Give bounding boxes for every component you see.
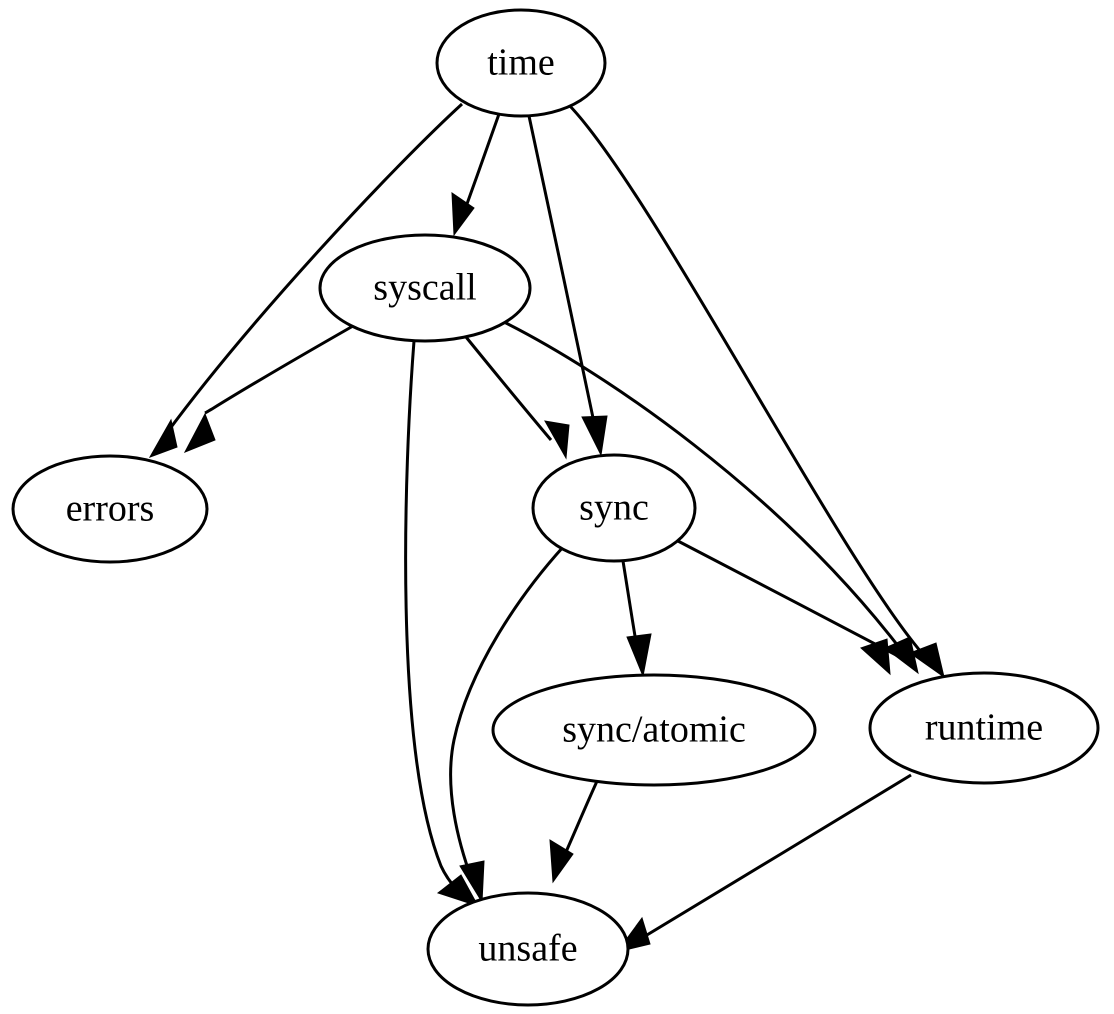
edge-time-sync — [527, 115, 608, 457]
edge-sync-unsafe-arrowhead — [459, 860, 485, 904]
node-runtime-label: runtime — [925, 707, 1043, 749]
node-syscall[interactable]: syscall — [318, 233, 532, 343]
edge-syscall-unsafe-arrowhead — [436, 874, 480, 907]
node-time-ellipse[interactable] — [435, 8, 607, 118]
edge-sync-runtime-line — [675, 538, 899, 658]
node-errors[interactable]: errors — [11, 454, 209, 564]
edge-time-syscall — [451, 113, 501, 237]
node-sync-atomic[interactable]: sync/atomic — [491, 673, 817, 787]
edge-time-runtime-line — [565, 101, 930, 662]
edge-sync-unsafe — [449, 544, 566, 904]
node-runtime[interactable]: runtime — [868, 671, 1100, 785]
edge-sync-runtime — [675, 538, 899, 676]
node-errors-ellipse[interactable] — [11, 454, 209, 564]
edge-time-syscall-arrowhead — [451, 192, 475, 237]
edge-syscall-errors — [183, 324, 354, 453]
node-errors-label: errors — [66, 488, 155, 530]
node-unsafe-label: unsafe — [478, 928, 577, 970]
edge-syscall-sync-arrowhead — [544, 420, 570, 460]
node-sync-ellipse[interactable] — [531, 453, 697, 563]
node-sync-label: sync — [579, 487, 649, 529]
edge-time-runtime — [565, 101, 945, 679]
node-runtime-ellipse[interactable] — [868, 671, 1100, 785]
edge-syscall-errors-line — [204, 324, 354, 415]
edge-layer — [148, 101, 945, 953]
edge-syscall-sync — [464, 336, 570, 460]
node-unsafe[interactable]: unsafe — [426, 891, 630, 1007]
edge-syscall-sync-line — [464, 336, 553, 441]
edge-syscall-errors-arrowhead — [183, 412, 216, 453]
edge-sync-syncatomic-arrowhead — [626, 633, 652, 678]
edge-syscall-unsafe-line — [404, 340, 463, 896]
edge-syscall-runtime-arrowhead — [884, 636, 919, 675]
edge-syscall-unsafe — [404, 340, 480, 907]
edge-time-runtime-arrowhead — [908, 642, 945, 679]
edge-time-errors-line — [164, 102, 464, 435]
node-time-label: time — [487, 42, 555, 84]
edge-time-sync-arrowhead — [581, 415, 608, 457]
node-time[interactable]: time — [435, 8, 607, 118]
node-sync-atomic-ellipse[interactable] — [491, 673, 817, 787]
node-sync[interactable]: sync — [531, 453, 697, 563]
edge-syncatomic-unsafe-arrowhead — [549, 839, 574, 884]
node-sync-atomic-label: sync/atomic — [562, 709, 746, 751]
node-unsafe-ellipse[interactable] — [426, 891, 630, 1007]
edge-sync-unsafe-line — [449, 544, 566, 881]
edge-syscall-runtime — [503, 320, 919, 675]
node-syscall-label: syscall — [373, 267, 476, 309]
edge-runtime-unsafe-line — [636, 773, 912, 943]
edge-sync-runtime-arrowhead — [860, 638, 891, 676]
edge-syscall-runtime-line — [503, 320, 907, 656]
edge-time-errors-arrowhead — [148, 418, 178, 458]
edge-syncatomic-unsafe — [549, 778, 600, 884]
node-syscall-ellipse[interactable] — [318, 233, 532, 343]
edge-time-sync-line — [527, 115, 598, 433]
edge-time-errors — [148, 102, 464, 458]
node-layer: time syscall errors sync sync/atomic run… — [11, 8, 1100, 1007]
edge-sync-syncatomic — [621, 560, 652, 678]
